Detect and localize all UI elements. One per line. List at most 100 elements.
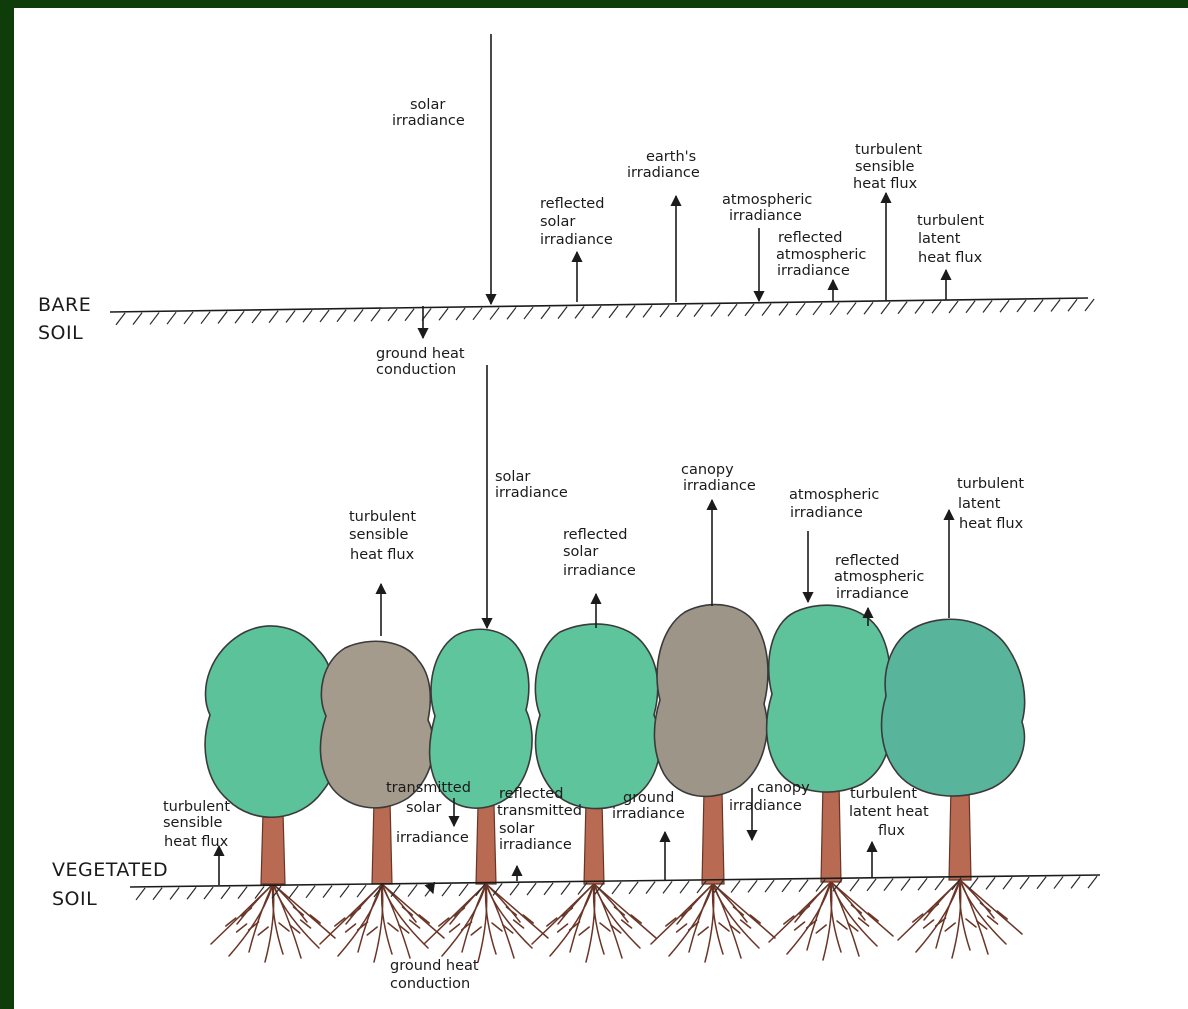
root-strand xyxy=(272,883,320,949)
soil-hatch-mark xyxy=(795,302,806,316)
root-strand xyxy=(272,883,308,923)
soil-hatch-mark xyxy=(373,884,384,898)
rootlet xyxy=(460,921,473,931)
rootlet xyxy=(805,919,818,929)
soil-hatch-mark xyxy=(625,305,636,318)
soil-hatch-mark xyxy=(390,884,401,898)
rootlet xyxy=(610,924,622,934)
root-strand xyxy=(959,879,1007,945)
soil-hatch-mark xyxy=(1019,876,1030,890)
root-strand xyxy=(786,881,832,955)
soil-hatch-mark xyxy=(200,311,211,325)
root-strand xyxy=(485,883,521,923)
tree-trunk-4 xyxy=(583,799,605,885)
root-strand xyxy=(477,883,488,963)
soil-hatch-mark xyxy=(404,308,415,322)
rootlet xyxy=(613,906,626,916)
soil-hatch-mark xyxy=(441,883,452,897)
soil-hatch-mark xyxy=(523,306,534,320)
soil-hatch-mark xyxy=(849,878,860,892)
bare-soil-label-2: SOIL xyxy=(38,322,83,344)
soil-hatch-mark xyxy=(727,303,738,317)
soil-hatch-mark xyxy=(798,879,809,893)
soil-hatch-mark xyxy=(322,885,333,898)
soil-hatch-mark xyxy=(883,878,894,892)
tree-roots xyxy=(210,879,1023,963)
rootlet xyxy=(739,919,752,929)
soil-hatch-mark xyxy=(115,312,126,326)
root-strand xyxy=(461,883,487,953)
rootlet xyxy=(697,926,709,936)
root-strand xyxy=(585,883,596,963)
soil-hatch-mark xyxy=(880,301,891,315)
soil-hatch-mark xyxy=(356,884,367,898)
rootlet xyxy=(448,923,461,933)
soil-hatch-mark xyxy=(438,307,449,321)
bare-soil-label: BARE xyxy=(38,294,91,316)
soil-hatch-mark xyxy=(982,300,993,313)
rootlet xyxy=(398,924,410,934)
rootlet xyxy=(240,907,253,917)
rootlet xyxy=(349,907,362,917)
soil-hatch-mark xyxy=(353,309,364,322)
soil-hatch-mark xyxy=(237,886,248,900)
soil-hatch-mark xyxy=(812,302,823,316)
soil-hatch-mark xyxy=(135,887,146,901)
rootlet xyxy=(922,919,935,929)
soil-hatch-mark xyxy=(659,304,670,318)
soil-hatch-mark xyxy=(866,878,877,892)
soil-hatch-mark xyxy=(183,311,194,325)
soil-hatch-mark xyxy=(305,885,316,899)
rootlet xyxy=(847,922,859,932)
tree-crown-3 xyxy=(428,628,533,809)
rootlet xyxy=(857,917,870,927)
rootlet xyxy=(867,912,879,922)
soil-hatch-mark xyxy=(152,887,163,901)
bare-ground-heat-label: ground heat conduction xyxy=(376,346,469,378)
soil-hatch-mark xyxy=(1016,299,1027,313)
veg-ground-heat-label: ground heat conduction xyxy=(390,958,483,992)
soil-hatch-mark xyxy=(693,304,704,318)
bare-reflected-solar-label: reflected solar irradiance xyxy=(540,196,613,248)
root-strand xyxy=(485,883,533,949)
rootlet xyxy=(934,917,947,927)
rootlet xyxy=(289,924,301,934)
root-strand xyxy=(711,883,724,955)
vegetated-soil-label: VEGETATED xyxy=(52,859,168,881)
soil-hatch-mark xyxy=(965,300,976,314)
soil-hatch-mark xyxy=(594,881,605,895)
rootlet xyxy=(568,921,581,931)
soil-hatch-mark xyxy=(169,887,180,900)
soil-hatch-mark xyxy=(611,881,622,895)
tree-crown-2 xyxy=(319,640,435,809)
rootlet xyxy=(944,922,956,932)
soil-hatch-mark xyxy=(781,879,792,893)
soil-hatch-mark xyxy=(574,305,585,319)
tree-trunk-7 xyxy=(948,785,972,881)
soil-hatch-mark xyxy=(863,301,874,315)
root-strand xyxy=(271,883,284,955)
soil-hatch-mark xyxy=(557,306,568,319)
veg-reflected-atmospheric-label: reflected atmospheric irradiance xyxy=(834,553,929,602)
soil-hatch-mark xyxy=(336,309,347,323)
root-strand xyxy=(935,879,961,949)
soil-hatch-mark xyxy=(999,299,1010,313)
soil-hatch-mark xyxy=(778,303,789,316)
soil-hatch-mark xyxy=(713,880,724,894)
soil-hatch-mark xyxy=(475,883,486,897)
bare-atmospheric-irradiance-label: atmospheric irradiance xyxy=(722,192,817,224)
root-strand xyxy=(959,879,1023,935)
vegetated-soil-label-2: SOIL xyxy=(52,888,97,910)
soil-hatch-mark xyxy=(1053,876,1064,889)
rootlet xyxy=(675,923,688,933)
soil-hatch-mark xyxy=(186,886,197,900)
rootlet xyxy=(836,920,848,930)
soil-hatch-mark xyxy=(560,882,571,896)
root-strand xyxy=(830,881,878,947)
soil-hatch-mark xyxy=(1002,876,1013,890)
soil-hatch-mark xyxy=(268,310,279,324)
rootlet xyxy=(793,921,806,931)
rootlet xyxy=(665,917,677,927)
rootlet xyxy=(512,919,525,929)
soil-hatch-mark xyxy=(339,885,350,898)
